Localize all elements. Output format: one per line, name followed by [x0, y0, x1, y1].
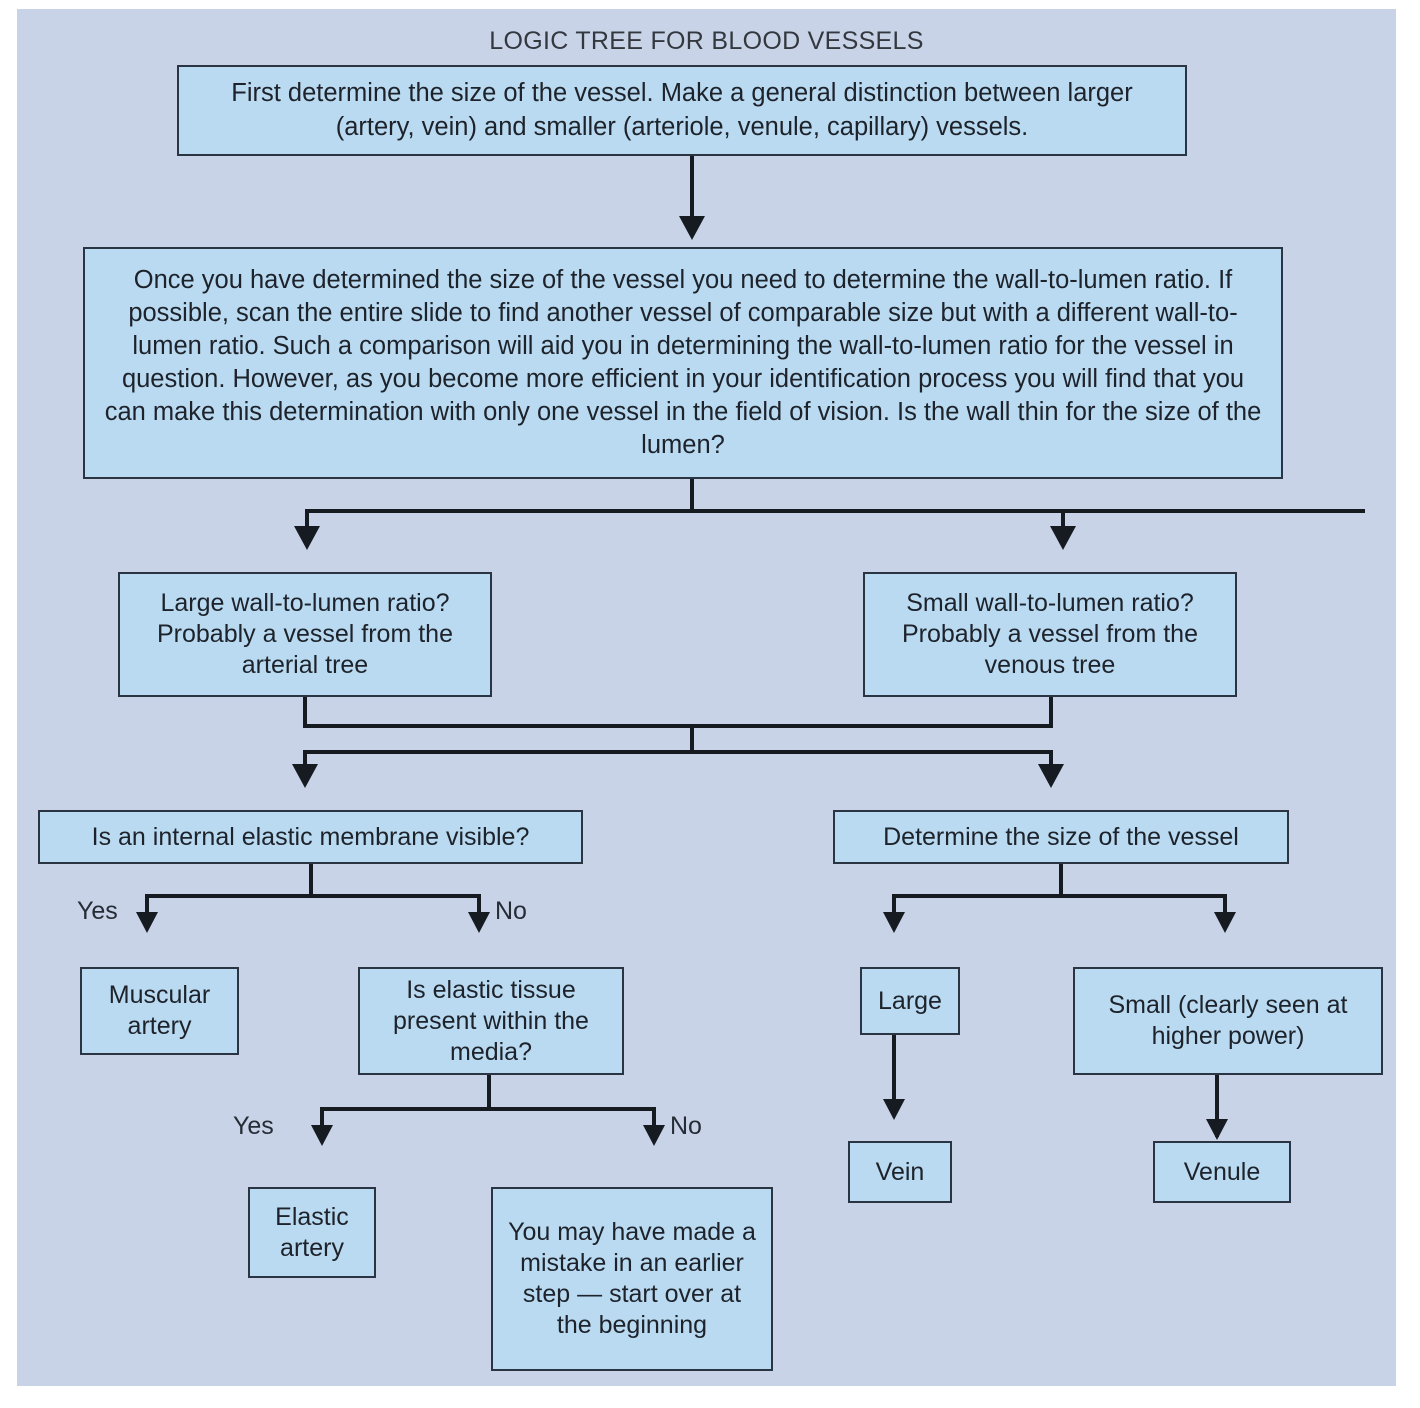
node-mistake: You may have made a mistake in an earlie…	[491, 1187, 773, 1371]
arrowhead-elastic-yes	[311, 1125, 333, 1146]
connector-small-ratio-drop	[1049, 697, 1053, 728]
connector-iem-stem	[309, 864, 313, 898]
edge-label-elastic-no: No	[670, 1112, 702, 1140]
connector-iem-yes-drop	[145, 894, 149, 920]
connector-size-stem	[1059, 864, 1063, 898]
edge-label-iem-no: No	[495, 897, 527, 925]
node-elastic-artery: Elastic artery	[248, 1187, 376, 1278]
arrowhead-to-large-ratio	[294, 526, 320, 550]
connector-merge-stem	[690, 724, 694, 754]
node-venule: Venule	[1153, 1141, 1291, 1203]
connector-elastic-no-drop	[652, 1107, 656, 1133]
node-iem-question: Is an internal elastic membrane visible?	[38, 810, 583, 864]
node-large: Large	[860, 967, 960, 1035]
connector-step2-stem	[690, 479, 694, 513]
node-small: Small (clearly seen at higher power)	[1073, 967, 1383, 1075]
connector-large-vein	[892, 1035, 896, 1115]
connector-size-bar	[892, 894, 1227, 898]
connector-elastic-yes-drop	[320, 1107, 324, 1133]
diagram-title: LOGIC TREE FOR BLOOD VESSELS	[489, 27, 924, 55]
node-vein: Vein	[848, 1141, 952, 1203]
edge-label-iem-yes: Yes	[77, 897, 118, 925]
connector-merge-bar	[303, 724, 1053, 728]
arrowhead-to-large	[883, 912, 905, 933]
connector-step2-left-drop	[305, 509, 309, 534]
connector-resplit-right-drop	[1049, 750, 1053, 772]
arrowhead-to-vein	[883, 1099, 905, 1120]
connector-elastic-stem	[487, 1075, 491, 1109]
arrowhead-to-small	[1214, 912, 1236, 933]
arrowhead-iem-yes	[136, 912, 158, 933]
arrowhead-to-small-ratio	[1050, 526, 1076, 550]
connector-iem-no-drop	[477, 894, 481, 920]
edge-label-elastic-yes: Yes	[233, 1112, 274, 1140]
connector-step2-right-drop	[1061, 509, 1065, 534]
arrowhead-elastic-no	[643, 1125, 665, 1146]
connector-step2-bar	[305, 509, 1365, 513]
node-muscular-artery: Muscular artery	[80, 967, 239, 1055]
connector-step1-step2	[690, 156, 694, 228]
node-elastic-tissue-question: Is elastic tissue present within the med…	[358, 967, 624, 1075]
arrowhead-iem-no	[468, 912, 490, 933]
node-step2: Once you have determined the size of the…	[83, 247, 1283, 479]
connector-resplit-left-drop	[303, 750, 307, 772]
connector-small-venule	[1215, 1075, 1219, 1137]
connector-size-small-drop	[1223, 894, 1227, 920]
diagram-canvas: LOGIC TREE FOR BLOOD VESSELS First deter…	[17, 9, 1396, 1386]
connector-large-ratio-drop	[303, 697, 307, 728]
node-large-ratio: Large wall-to-lumen ratio? Probably a ve…	[118, 572, 492, 697]
arrowhead-step1-step2	[679, 216, 705, 240]
arrowhead-to-determine-size	[1038, 764, 1064, 788]
node-step1: First determine the size of the vessel. …	[177, 65, 1187, 156]
connector-resplit-bar	[303, 750, 1053, 754]
node-small-ratio: Small wall-to-lumen ratio? Probably a ve…	[863, 572, 1237, 697]
node-determine-size: Determine the size of the vessel	[833, 810, 1289, 864]
connector-size-large-drop	[892, 894, 896, 920]
arrowhead-to-iem-question	[292, 764, 318, 788]
connector-iem-bar	[145, 894, 481, 898]
arrowhead-to-venule	[1206, 1119, 1228, 1140]
connector-elastic-bar	[320, 1107, 656, 1111]
